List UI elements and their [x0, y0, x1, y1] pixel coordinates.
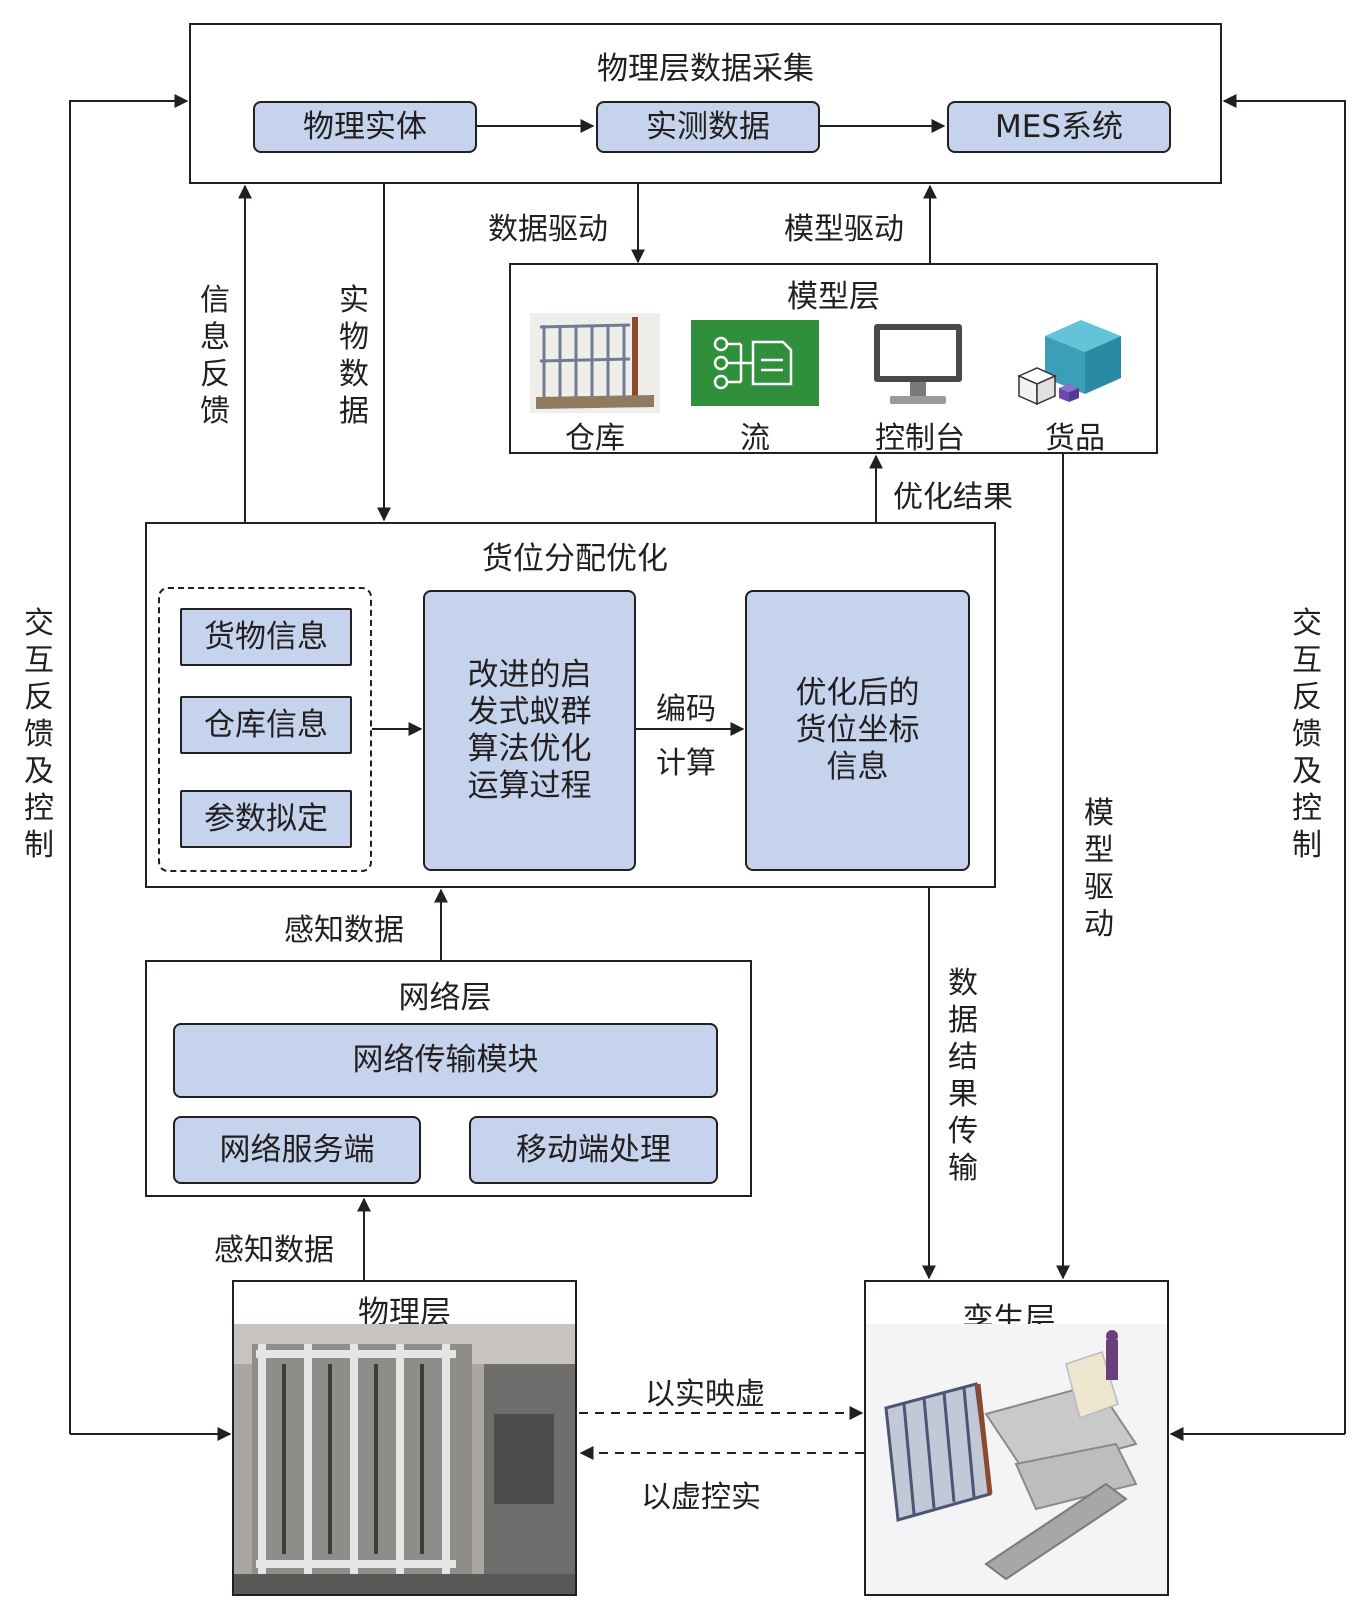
node-cargo-info: 货物信息	[180, 608, 352, 666]
physical-rack-photo	[234, 1324, 575, 1594]
arrow-right-feedback-top	[1222, 94, 1346, 1434]
label-model-driven-top: 模型驱动	[784, 212, 904, 247]
node-measured-data: 实测数据	[596, 101, 820, 153]
node-mobile-processing: 移动端处理	[469, 1116, 718, 1184]
warehouse-rack-icon	[530, 313, 660, 413]
digital-twin-render	[866, 1324, 1167, 1594]
label-info-feedback: 信息反馈	[200, 283, 230, 429]
label-compute: 计算	[656, 746, 716, 781]
physical-collection-title: 物理层数据采集	[597, 51, 814, 87]
node-optimized-coordinates: 优化后的货位坐标信息	[745, 590, 970, 871]
label-data-result-transfer: 数据结果传输	[948, 966, 978, 1186]
node-network-transfer-module: 网络传输模块	[173, 1023, 718, 1098]
node-warehouse-info: 仓库信息	[180, 696, 352, 754]
node-network-server: 网络服务端	[173, 1116, 421, 1184]
label-perception-data-lower: 感知数据	[214, 1233, 334, 1268]
caption-console: 控制台	[875, 421, 965, 456]
node-ant-colony-algorithm: 改进的启发式蚁群算法优化运算过程	[423, 590, 636, 871]
cargo-box-icon	[1017, 320, 1121, 406]
node-mes-system: MES系统	[947, 101, 1171, 153]
input-group-dashed-box	[158, 587, 372, 872]
label-physical-data: 实物数据	[339, 283, 369, 429]
label-interactive-feedback-right: 交互反馈及控制	[1292, 606, 1322, 863]
network-layer-title: 网络层	[398, 980, 492, 1016]
label-model-driven-right: 模型驱动	[1084, 796, 1114, 942]
optimization-title: 货位分配优化	[482, 541, 668, 577]
model-layer-title: 模型层	[787, 279, 880, 315]
label-perception-data-upper: 感知数据	[284, 913, 404, 948]
flow-icon	[691, 320, 819, 406]
label-interactive-feedback-left: 交互反馈及控制	[24, 606, 54, 863]
monitor-icon	[874, 324, 962, 404]
label-optimization-result: 优化结果	[893, 480, 1013, 515]
node-parameter-setting: 参数拟定	[180, 790, 352, 848]
caption-warehouse: 仓库	[565, 421, 625, 456]
node-physical-entity: 物理实体	[253, 101, 477, 153]
label-data-driven: 数据驱动	[488, 212, 608, 247]
caption-flow: 流	[740, 421, 770, 456]
label-virtual-to-real: 以虚控实	[641, 1480, 761, 1515]
label-encode: 编码	[656, 692, 716, 727]
arrow-left-feedback-top	[69, 94, 189, 1434]
label-real-to-virtual: 以实映虚	[645, 1377, 765, 1412]
caption-cargo: 货品	[1045, 421, 1105, 456]
